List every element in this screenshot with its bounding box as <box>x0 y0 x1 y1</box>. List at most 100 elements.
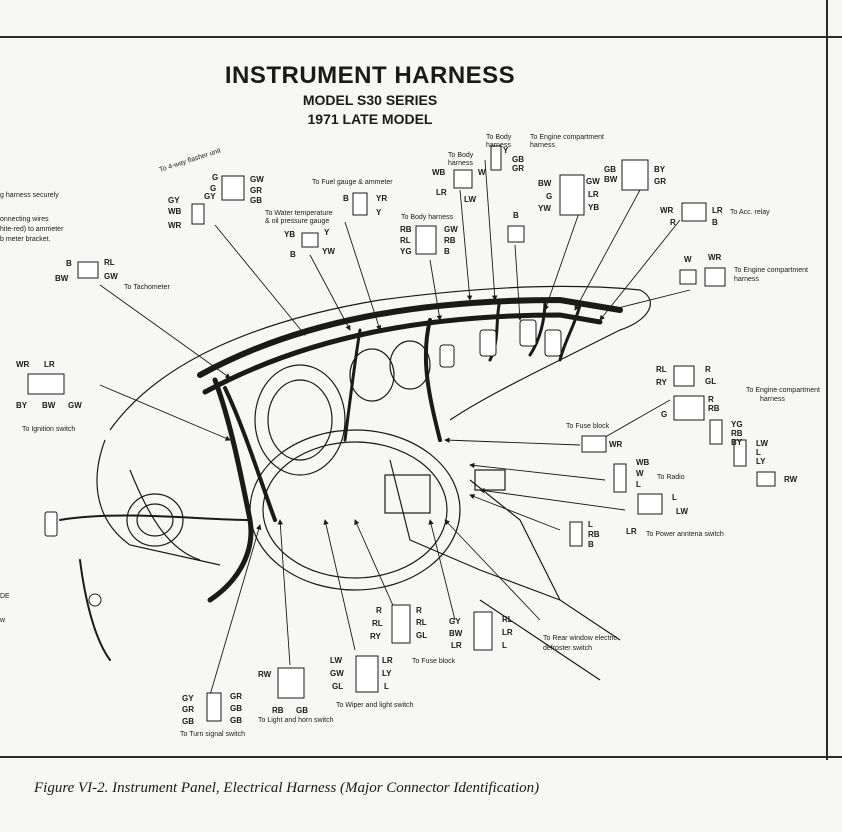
wire-label: L <box>672 493 677 502</box>
note-body3a: To Body <box>486 134 512 141</box>
wire-label: RL <box>400 236 411 245</box>
wire-label: GB <box>604 165 616 174</box>
connector-icon <box>756 471 776 487</box>
wire-label: YW <box>538 204 551 213</box>
connector-icon <box>681 202 707 222</box>
note-tachometer: To Tachometer <box>124 284 170 291</box>
connector-icon <box>559 174 585 216</box>
note-body-harness: To Body harness <box>401 214 454 221</box>
wire-label: RB <box>708 404 720 413</box>
wire-label: BY <box>654 165 666 174</box>
connector-icon <box>352 192 368 216</box>
wire-label: GW <box>104 272 118 281</box>
wire-label: R <box>670 218 676 227</box>
wire-labels-wiper: LW LR GW LY GL L <box>330 656 393 691</box>
figure-caption: Figure VI-2. Instrument Panel, Electrica… <box>34 780 540 796</box>
wire-label: RL <box>372 619 383 628</box>
wire-labels-fuse2: R R RL RL RY GL <box>370 606 427 641</box>
wire-label: GR <box>654 177 666 186</box>
wire-label: YW <box>322 247 335 256</box>
wire-label: B <box>66 259 72 268</box>
connector-icon <box>277 667 305 699</box>
wire-labels-rear: GY RL BW LR LR L <box>449 615 513 650</box>
wire-label: GR <box>512 164 524 173</box>
wire-labels-body2: Y GB GR WB W LR LW <box>432 146 524 204</box>
wire-label: LW <box>464 195 476 204</box>
wire-label: LW <box>756 439 768 448</box>
connector-icon <box>637 493 663 515</box>
connector-icon <box>301 232 319 248</box>
note-light-horn: To Light and horn switch <box>258 717 334 724</box>
note-fuse-block: To Fuse block <box>566 423 610 430</box>
connector-icon <box>391 604 411 644</box>
wire-label: LY <box>756 457 766 466</box>
wire-label: GR <box>230 692 242 701</box>
connector-icon <box>27 373 65 395</box>
wire-labels-fuel: B YR Y <box>343 194 387 217</box>
edge-text-5: DE <box>0 593 10 600</box>
wire-labels-engine3: RL R RY GL R G RB YG RB BY LW L LY RW <box>656 365 798 484</box>
wire-labels-turn: GY GR GR GB GB GB <box>182 692 242 726</box>
wire-label: B <box>513 211 519 220</box>
note-ignition: To Ignition switch <box>22 426 75 433</box>
wire-label: W <box>684 255 692 264</box>
wire-label: BW <box>449 629 463 638</box>
wire-label: LW <box>330 656 342 665</box>
connector-icon <box>733 439 747 467</box>
wire-labels-water: YB Y B YW <box>284 228 335 259</box>
wire-label: RB <box>400 225 412 234</box>
connector-icon <box>206 692 222 722</box>
note-turn-signal: To Turn signal switch <box>180 731 245 738</box>
wire-label: GB <box>512 155 524 164</box>
wire-label: GB <box>230 716 242 725</box>
wire-label: GB <box>250 196 262 205</box>
connector-icon <box>569 521 583 547</box>
connector-icon <box>673 365 695 387</box>
note-body2b: harness <box>448 160 473 167</box>
edge-text-6: w <box>0 617 6 624</box>
wire-label: R <box>708 395 714 404</box>
note-engine2a: To Engine compartment <box>734 267 808 274</box>
wire-label: BW <box>55 274 69 283</box>
note-radio: To Radio <box>657 474 685 481</box>
note-flasher: To 4-way flasher unit <box>158 147 221 174</box>
wire-label: RL <box>416 618 427 627</box>
wire-label: YB <box>284 230 295 239</box>
connector-icon <box>77 261 99 279</box>
left-edge-notes: g harness securely onnecting wires hite-… <box>0 192 64 624</box>
wire-label: WB <box>168 207 182 216</box>
connector-icon <box>679 269 697 285</box>
wire-label: GY <box>182 694 194 703</box>
wire-label: RL <box>656 365 667 374</box>
wire-label: YG <box>731 420 743 429</box>
note-engine2b: harness <box>734 276 759 283</box>
harness-connectors-on-bundle <box>44 319 562 607</box>
wire-labels-engine1: B BW GW G LR YW YB GB BY BW GR <box>513 165 666 220</box>
wire-label: GB <box>182 717 194 726</box>
wire-label: GL <box>416 631 427 640</box>
note-acc-relay: To Acc. relay <box>730 209 770 216</box>
connector-icon <box>355 655 379 693</box>
wire-label: RB <box>588 530 600 539</box>
wire-label: Y <box>503 146 509 155</box>
wire-label: RB <box>272 706 284 715</box>
wire-label: LR <box>712 206 723 215</box>
wire-label: BY <box>731 438 743 447</box>
edge-text-1: g harness securely <box>0 192 59 199</box>
note-rear2: defroster switch <box>543 645 592 652</box>
dashboard-outline <box>96 285 651 681</box>
wire-label: L <box>756 448 761 457</box>
wire-label: RY <box>370 632 381 641</box>
wire-label: GL <box>705 377 716 386</box>
wire-label: W <box>636 469 644 478</box>
wire-label: LR <box>382 656 393 665</box>
wire-label: RB <box>444 236 456 245</box>
wire-label: RL <box>104 258 115 267</box>
wire-label: BW <box>538 179 552 188</box>
wire-label: GW <box>68 401 82 410</box>
note-fuse-block2: To Fuse block <box>412 658 456 665</box>
wire-labels-flasher: G GW G GR GY GB GY WB WR <box>168 173 264 230</box>
diagram-title: INSTRUMENT HARNESS <box>224 62 516 89</box>
leader-lines <box>99 159 691 696</box>
wire-label: G <box>210 184 216 193</box>
